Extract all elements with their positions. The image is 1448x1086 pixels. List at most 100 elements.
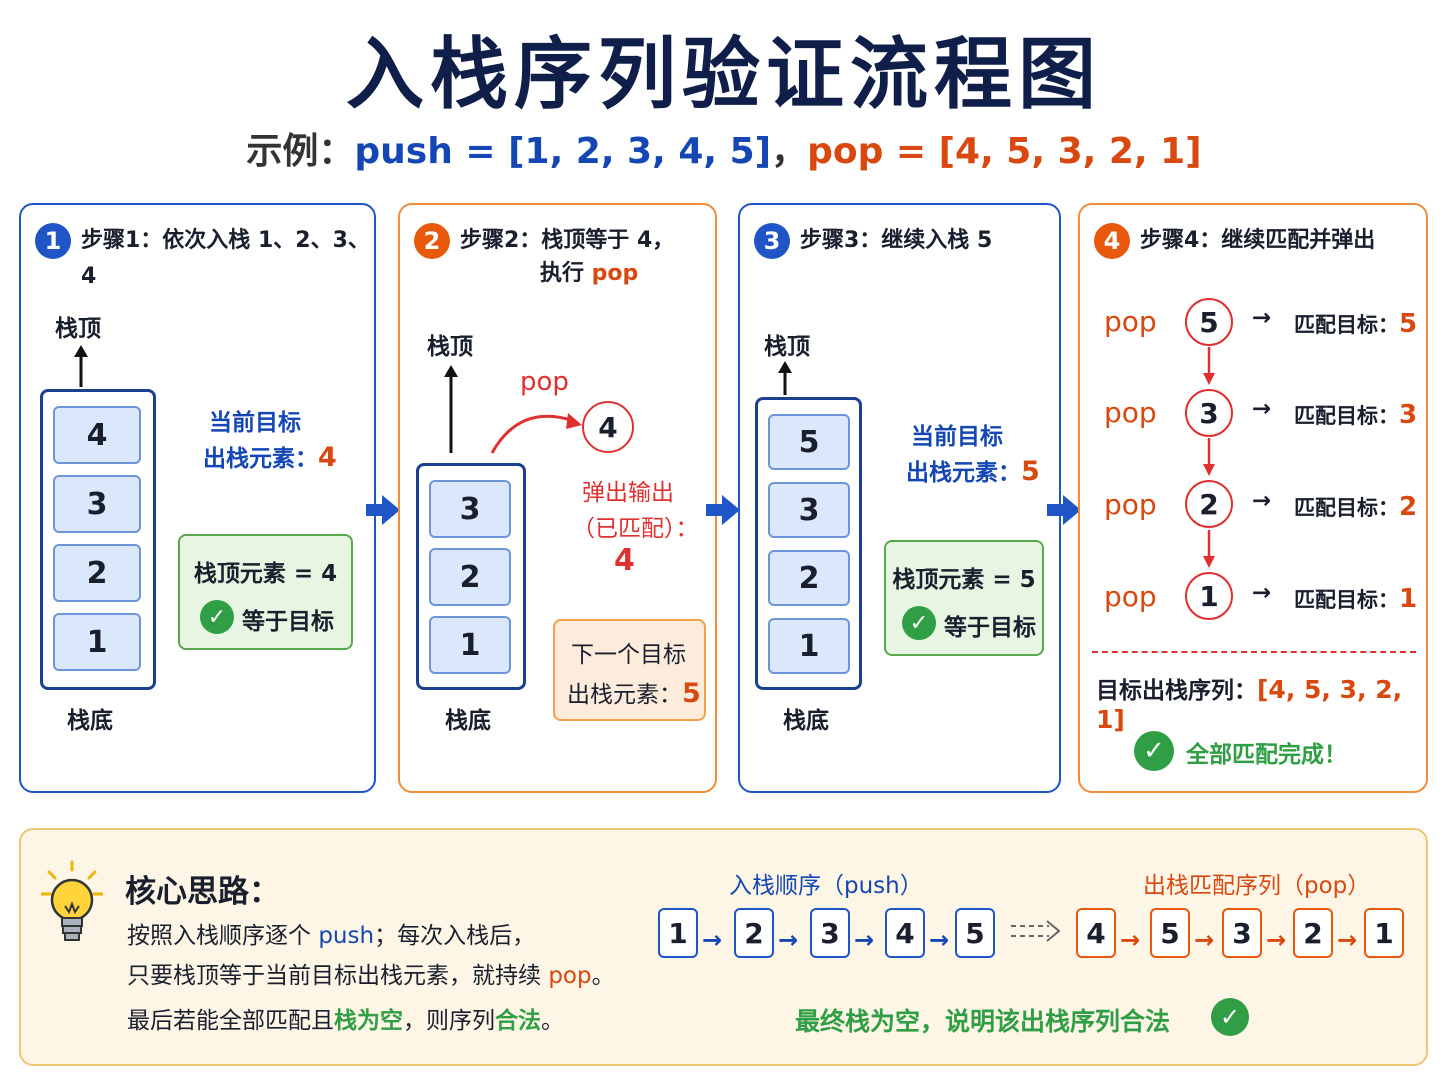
pop-seq-box: 4	[1076, 908, 1116, 958]
match-target-value: 3	[1399, 400, 1418, 430]
pop-op-label: pop	[1104, 580, 1157, 613]
match-target-line: 匹配目标：5	[1294, 309, 1417, 339]
arrow-right-icon: →	[778, 926, 799, 954]
core-line3-valid: 合法	[495, 1008, 541, 1034]
push-seq-box: 2	[734, 908, 774, 958]
up-arrow-icon	[778, 361, 792, 395]
curved-pop-arrow-icon	[490, 413, 582, 454]
check-icon: ✓	[1211, 998, 1249, 1036]
step3-header: 3 步骤3：继续入栈 5	[754, 223, 992, 259]
popped-value-circle: 4	[582, 401, 634, 453]
step4-header: 4 步骤4：继续匹配并弹出	[1094, 223, 1375, 259]
match-target-value: 1	[1399, 584, 1418, 614]
stack-cell: 3	[768, 482, 850, 538]
next-label-2: 出栈元素：	[567, 682, 682, 708]
stack-cell: 2	[429, 548, 511, 606]
target-label-2: 出栈元素：	[203, 446, 318, 472]
push-seq-box: 3	[810, 908, 850, 958]
step1-title: 步骤1：依次入栈 1、2、3、4	[81, 228, 370, 289]
stack-container: 3 2 1	[416, 463, 526, 690]
arrow-right-icon	[366, 495, 400, 525]
core-line1-push: push	[318, 923, 375, 949]
arrow-right-icon: →	[1337, 926, 1358, 954]
target-label: 当前目标	[911, 424, 1003, 450]
step2-panel: 2 步骤2：栈顶等于 4， 执行 pop 栈顶 3 2 1 栈底 pop 4 弹…	[398, 203, 717, 793]
arrow-right-icon: →	[1120, 926, 1141, 954]
match-target-label: 匹配目标：	[1294, 588, 1399, 612]
stack-cell: 5	[768, 414, 850, 470]
match-box: 栈顶元素 = 5 ✓ 等于目标	[884, 540, 1044, 656]
conclusion-text: 最终栈为空，说明该出栈序列合法	[795, 1007, 1171, 1036]
pop-op-label: pop	[1104, 488, 1157, 521]
equals-target-label: 等于目标	[242, 609, 334, 635]
step2-title-line2: 执行 pop	[460, 259, 674, 289]
row-arrow-icon: →	[1252, 305, 1272, 331]
step1-number-badge: 1	[35, 223, 71, 259]
core-line2-pop: pop	[548, 963, 592, 989]
all-matched-label: 全部匹配完成！	[1186, 742, 1347, 768]
popped-value-circle: 5	[1185, 298, 1233, 346]
stack-cell: 4	[53, 406, 141, 464]
match-target-line: 匹配目标：1	[1294, 584, 1417, 614]
core-line3-c: ，则序列	[403, 1008, 495, 1034]
step2-title-line1: 步骤2：栈顶等于 4，	[460, 228, 675, 253]
arrow-right-icon: →	[1194, 926, 1215, 954]
down-arrow-icon	[1203, 438, 1215, 476]
match-target-label: 匹配目标：	[1294, 313, 1399, 337]
arrow-right-icon	[1047, 495, 1081, 525]
pop-seq-box: 3	[1222, 908, 1262, 958]
stack-top-label: 栈顶	[427, 334, 473, 360]
match-target-label: 匹配目标：	[1294, 404, 1399, 428]
output-value: 4	[614, 543, 635, 578]
stack-cell: 1	[768, 618, 850, 674]
top-element-equals: 栈顶元素 = 4	[193, 561, 338, 587]
step2-title-exec: 执行	[540, 261, 592, 286]
push-seq-box: 4	[885, 908, 925, 958]
step1-header: 1 步骤1：依次入栈 1、2、3、4	[35, 223, 374, 295]
target-value: 5	[1021, 456, 1040, 487]
stack-container: 5 3 2 1	[755, 397, 862, 690]
step2-title-pop: pop	[591, 261, 639, 286]
popped-value-circle: 1	[1185, 572, 1233, 620]
target-sequence-value: [4, 5, 3, 2, 1]	[1096, 675, 1403, 734]
push-seq-box: 1	[658, 908, 698, 958]
core-line2-a: 只要栈顶等于当前目标出栈元素，就持续	[127, 963, 549, 989]
step3-title: 步骤3：继续入栈 5	[800, 228, 993, 253]
pop-seq-box: 5	[1150, 908, 1190, 958]
pop-op-label: pop	[1104, 396, 1157, 429]
pop-label: pop	[520, 367, 569, 397]
up-arrow-icon	[444, 365, 458, 453]
dashed-divider	[1092, 651, 1416, 653]
subtitle-push: push = [1, 2, 3, 4, 5]	[354, 131, 772, 172]
match-box: 栈顶元素 = 4 ✓ 等于目标	[178, 534, 353, 650]
stack-cell: 2	[53, 544, 141, 602]
top-element-equals: 栈顶元素 = 5	[892, 567, 1036, 593]
core-line-2: 只要栈顶等于当前目标出栈元素，就持续 pop。	[127, 956, 615, 990]
step1-panel: 1 步骤1：依次入栈 1、2、3、4 栈顶 4 3 2 1 栈底 当前目标 出栈…	[19, 203, 376, 793]
equals-target-label: 等于目标	[944, 615, 1036, 641]
subtitle-sep: ，	[771, 131, 808, 172]
step2-number-badge: 2	[414, 223, 450, 259]
target-sequence-label: 目标出栈序列：	[1096, 678, 1257, 704]
pop-seq-box: 1	[1364, 908, 1404, 958]
check-icon: ✓	[200, 600, 234, 634]
stack-cell: 3	[429, 480, 511, 538]
step4-title: 步骤4：继续匹配并弹出	[1140, 228, 1376, 253]
arrow-right-icon: →	[929, 926, 950, 954]
core-line3-empty: 栈为空	[334, 1008, 403, 1034]
target-sequence-line: 目标出栈序列：[4, 5, 3, 2, 1]	[1096, 671, 1426, 734]
stack-bottom-label: 栈底	[445, 708, 491, 734]
next-target-label: 下一个目标	[571, 642, 686, 668]
match-target-value: 2	[1399, 492, 1418, 522]
popped-value-circle: 3	[1185, 389, 1233, 437]
match-target-value: 5	[1399, 309, 1418, 339]
output-label-1: 弹出输出	[582, 480, 674, 506]
target-label-2: 出栈元素：	[906, 460, 1021, 486]
step3-number-badge: 3	[754, 223, 790, 259]
example-subtitle: 示例：push = [1, 2, 3, 4, 5]，pop = [4, 5, 3…	[0, 122, 1448, 174]
pop-order-title: 出栈匹配序列（pop）	[1143, 873, 1371, 899]
page-title: 入栈序列验证流程图	[345, 30, 1102, 120]
arrow-right-icon: →	[854, 926, 875, 954]
target-element-line: 出栈元素：5	[906, 453, 1040, 487]
pop-seq-box: 2	[1293, 908, 1333, 958]
